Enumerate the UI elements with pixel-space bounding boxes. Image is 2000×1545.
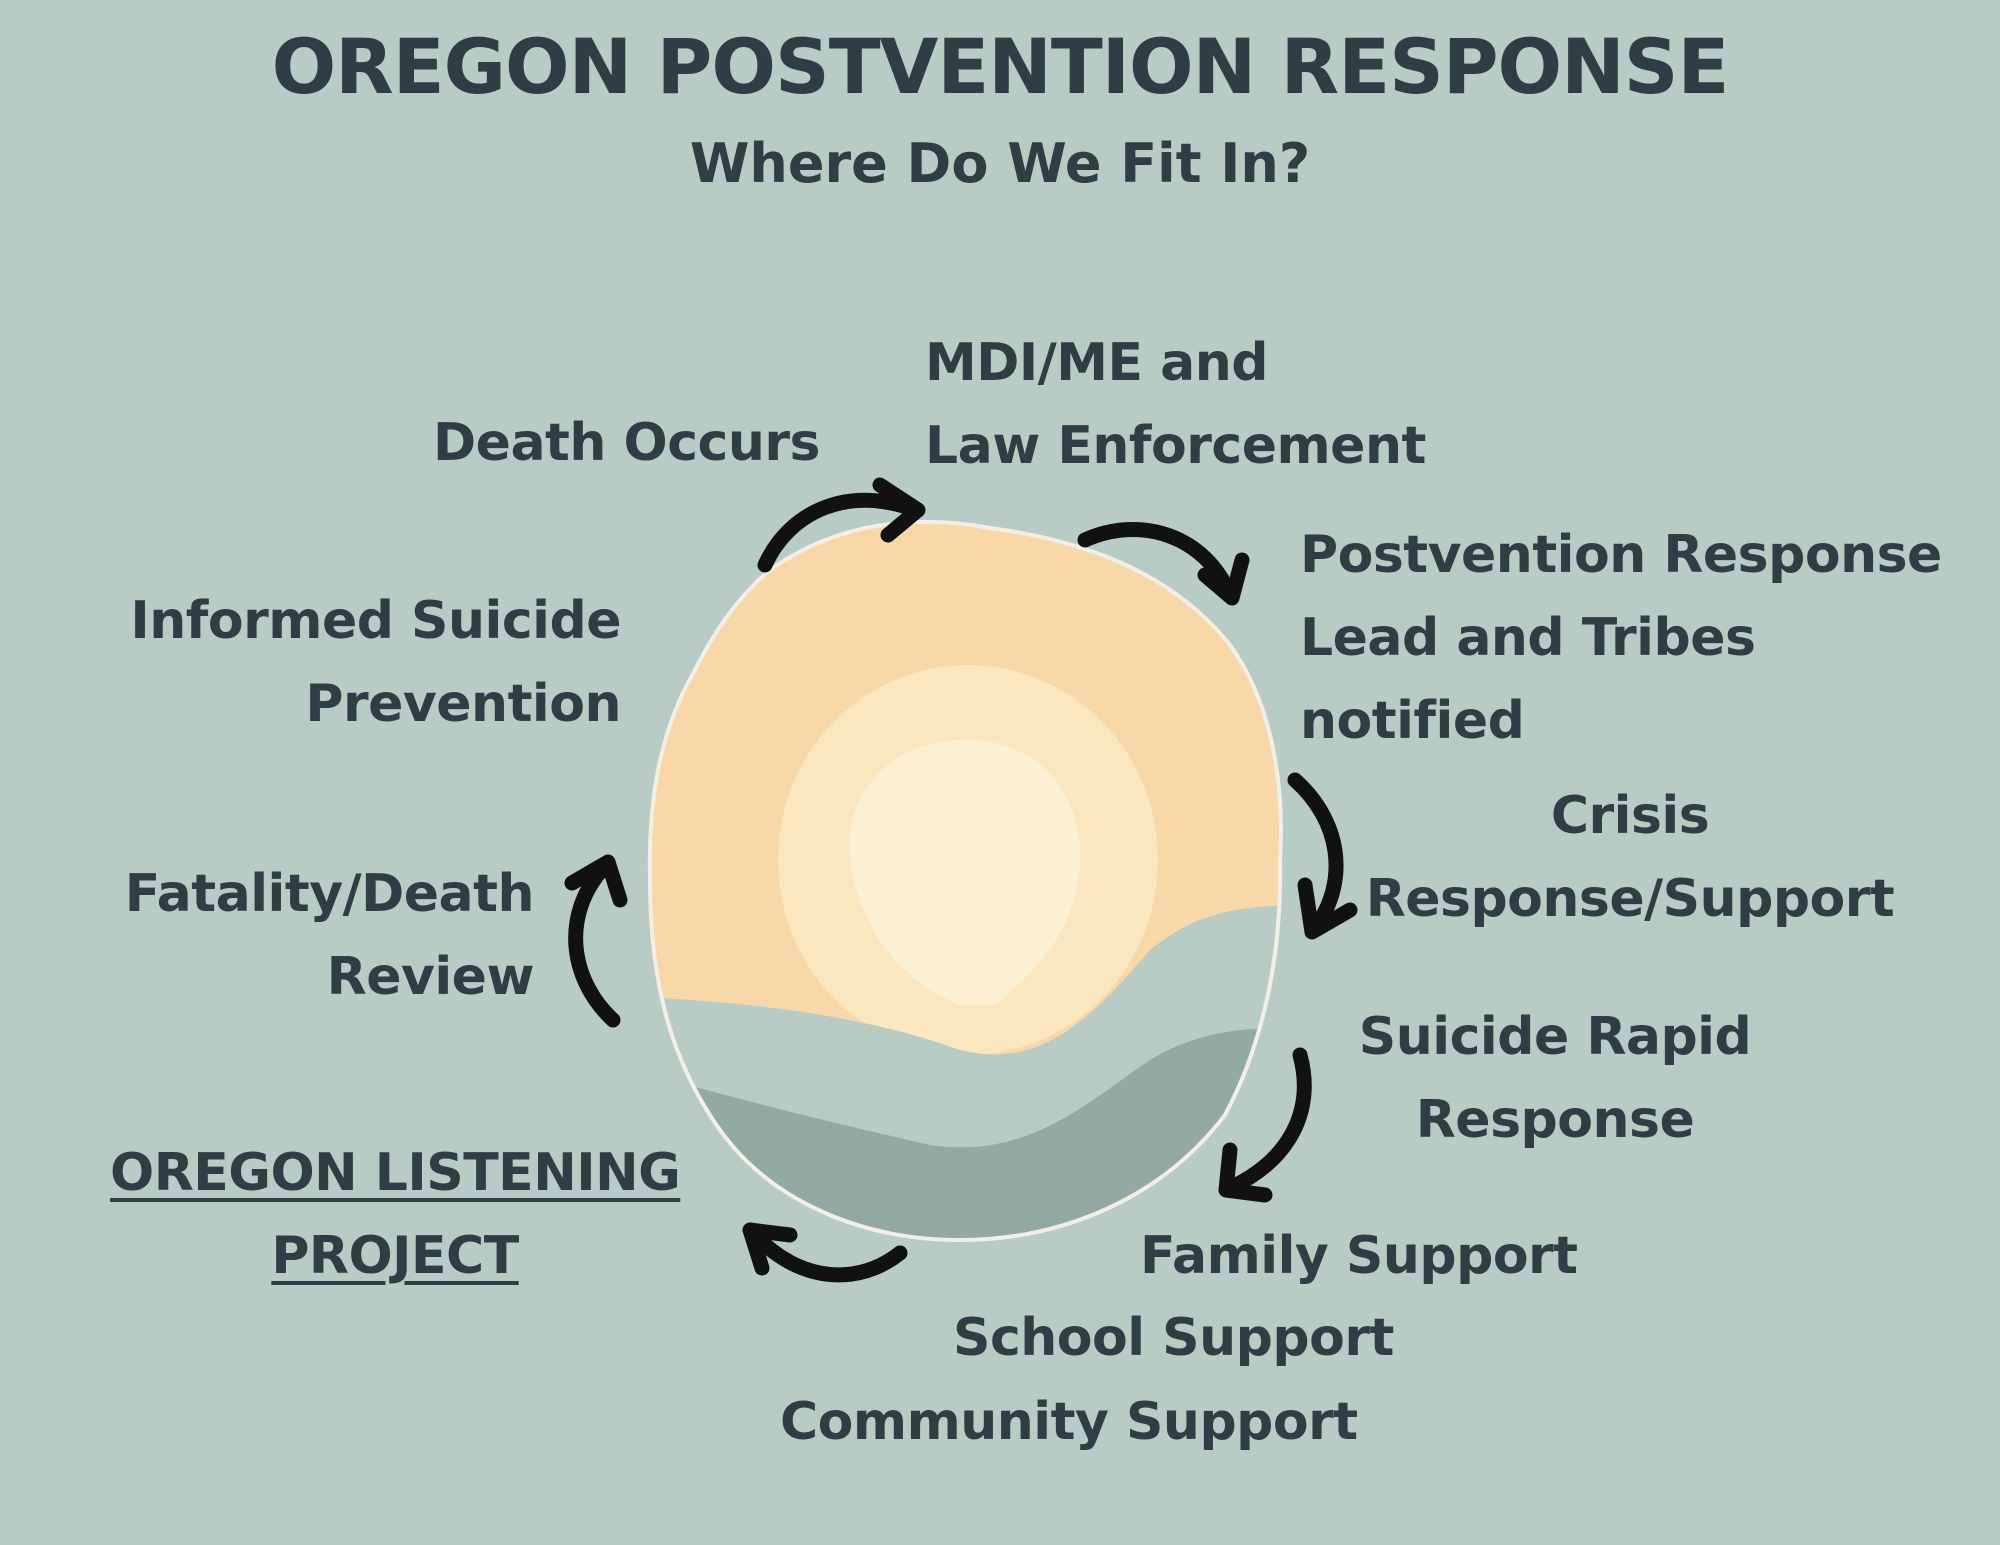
step-mdi-law-enforcement: MDI/ME and Law Enforcement [925, 322, 1426, 488]
cycle-arrows [564, 477, 1358, 1283]
emblem-border [647, 519, 1283, 1243]
curved-arrow-icon-1 [757, 477, 926, 573]
step-mdi-line1: MDI/ME and [925, 333, 1268, 393]
step-support: Family Support School Support Community … [0, 1215, 2000, 1465]
page-title: OREGON POSTVENTION RESPONSE [271, 22, 1730, 111]
step-crisis-response: Crisis Response/Support [1365, 775, 1895, 941]
step-postvention-lead: Postvention Response Lead and Tribes not… [1300, 514, 1942, 763]
step-postvention-lead-line2: Lead and Tribes [1300, 608, 1756, 668]
page-subtitle: Where Do We Fit In? [689, 132, 1311, 195]
listening-project-link-line1[interactable]: OREGON LISTENING [110, 1143, 681, 1203]
step-informed-line1: Informed Suicide [130, 591, 621, 651]
step-rapid-line1: Suicide Rapid [1358, 1007, 1752, 1067]
step-postvention-lead-line1: Postvention Response [1300, 525, 1942, 585]
step-informed-suicide-prevention: Informed Suicide Prevention [130, 580, 621, 746]
step-suicide-rapid-response: Suicide Rapid Response [1355, 996, 1755, 1162]
step-postvention-lead-line3: notified [1300, 691, 1525, 751]
step-death-occurs: Death Occurs [433, 402, 820, 485]
step-fatality-death-review: Fatality/Death Review [124, 853, 535, 1019]
step-fatality-line1: Fatality/Death [124, 864, 535, 924]
step-oregon-listening-project[interactable]: OREGON LISTENING PROJECT [110, 1132, 681, 1298]
step-death-occurs-label: Death Occurs [433, 413, 820, 473]
curved-arrow-icon-6 [564, 854, 628, 1028]
listening-project-link-line2[interactable]: PROJECT [271, 1226, 519, 1286]
sunrise-emblem-icon [649, 521, 1281, 1240]
curved-arrow-icon-2 [1077, 521, 1250, 606]
curved-arrow-icon-5 [742, 1222, 908, 1283]
step-rapid-line2: Response [1415, 1090, 1695, 1150]
sun-core [849, 740, 1081, 1005]
step-school-support: School Support [953, 1308, 1394, 1368]
step-crisis-line1: Crisis [1550, 786, 1710, 846]
step-crisis-line2: Response/Support [1365, 869, 1895, 929]
step-informed-line2: Prevention [305, 674, 621, 734]
step-family-support: Family Support [1140, 1226, 1578, 1286]
curved-arrow-icon-3 [1287, 772, 1358, 940]
curved-arrow-icon-4 [1218, 1047, 1312, 1203]
step-community-support: Community Support [780, 1392, 1358, 1452]
step-fatality-line2: Review [326, 947, 535, 1007]
step-mdi-line2: Law Enforcement [925, 416, 1426, 476]
